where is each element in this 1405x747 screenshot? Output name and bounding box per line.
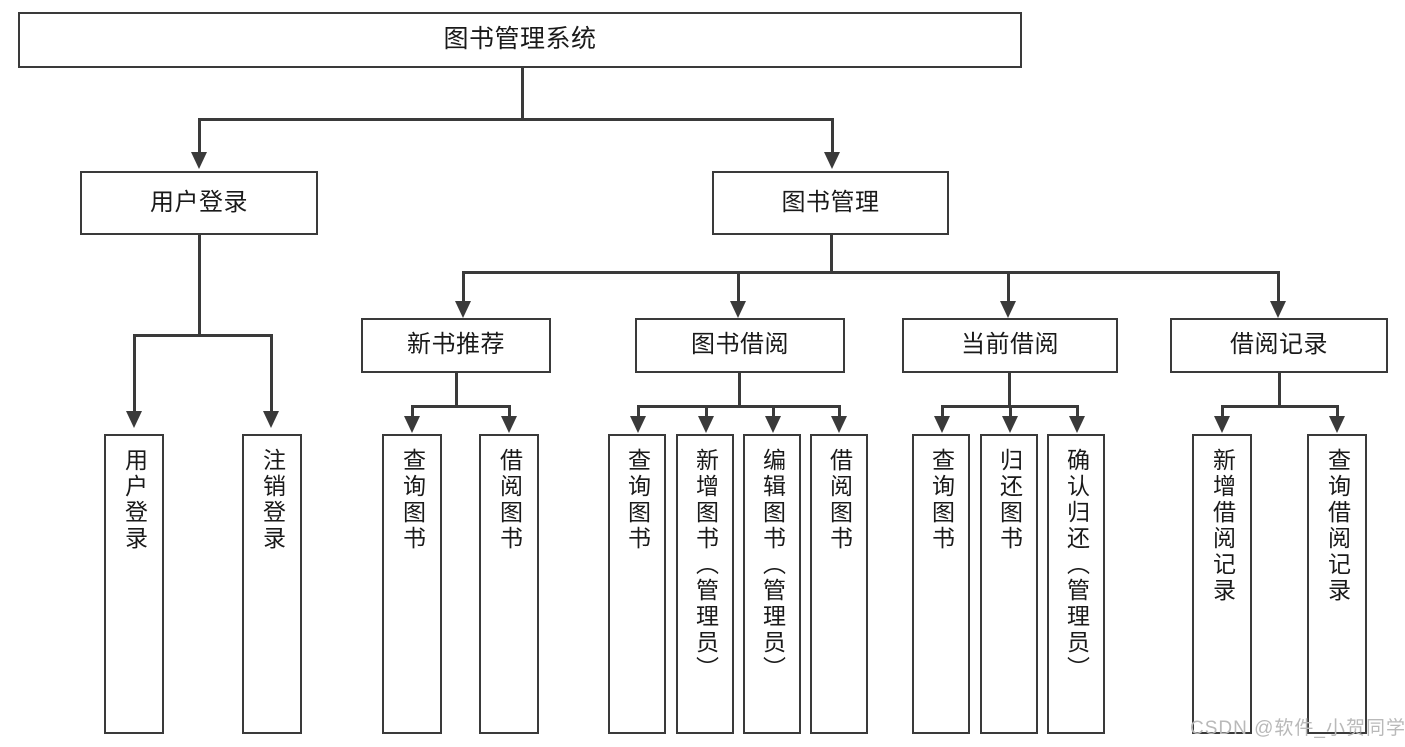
leaf-current-borrow-1[interactable]: 查询图书 bbox=[912, 434, 970, 734]
node-label: 新增借阅记录 bbox=[1209, 448, 1236, 604]
arrow-book-borrow-leaf-3 bbox=[765, 416, 781, 433]
node-label: 用户登录 bbox=[150, 188, 248, 216]
arrow-current-borrow-leaf-1 bbox=[934, 416, 950, 433]
node-label: 图书管理 bbox=[781, 188, 880, 216]
arrow-new-book-leaf-2 bbox=[501, 416, 517, 433]
connector-book-borrow-2 bbox=[705, 405, 708, 421]
leaf-book-borrow-1[interactable]: 查询图书 bbox=[608, 434, 666, 734]
connector-current-borrow-1 bbox=[941, 405, 944, 421]
arrow-book-borrow-leaf-2 bbox=[698, 416, 714, 433]
arrow-to-borrow-record bbox=[1270, 301, 1286, 318]
arrow-borrow-record-leaf-2 bbox=[1329, 416, 1345, 433]
node-root-system[interactable]: 图书管理系统 bbox=[18, 12, 1022, 68]
node-label: 注销登录 bbox=[259, 448, 286, 552]
connector-user-login-stem bbox=[198, 235, 201, 336]
arrow-to-user-login bbox=[191, 152, 207, 169]
leaf-book-borrow-2[interactable]: 新增图书（管理员） bbox=[676, 434, 734, 734]
connector-book-borrow-stem bbox=[738, 373, 741, 408]
connector-book-mgmt-stem bbox=[830, 235, 833, 273]
connector-current-borrow-2 bbox=[1009, 405, 1012, 421]
connector-borrow-record-stem bbox=[1278, 373, 1281, 408]
connector-to-current-borrow bbox=[1007, 271, 1010, 304]
arrow-current-borrow-leaf-2 bbox=[1002, 416, 1018, 433]
node-book-borrow[interactable]: 图书借阅 bbox=[635, 318, 845, 373]
arrow-book-borrow-leaf-4 bbox=[831, 416, 847, 433]
connector-to-borrow-record bbox=[1277, 271, 1280, 304]
node-label: 查询图书 bbox=[399, 448, 426, 552]
connector-root-to-book-mgmt bbox=[831, 118, 834, 156]
arrow-current-borrow-leaf-3 bbox=[1069, 416, 1085, 433]
node-label: 新书推荐 bbox=[407, 331, 505, 359]
leaf-borrow-record-1[interactable]: 新增借阅记录 bbox=[1192, 434, 1252, 734]
leaf-new-book-2[interactable]: 借阅图书 bbox=[479, 434, 539, 734]
leaf-borrow-record-2[interactable]: 查询借阅记录 bbox=[1307, 434, 1367, 734]
node-label: 查询图书 bbox=[624, 448, 651, 552]
connector-user-login-right bbox=[270, 334, 273, 414]
node-label: 新增图书（管理员） bbox=[692, 448, 719, 682]
node-label: 借阅记录 bbox=[1230, 331, 1328, 359]
connector-new-book-bus bbox=[411, 405, 511, 408]
node-label: 图书借阅 bbox=[691, 331, 789, 359]
connector-new-book-left bbox=[411, 405, 414, 421]
arrow-to-book-borrow bbox=[730, 301, 746, 318]
leaf-user-login-1[interactable]: 用户登录 bbox=[104, 434, 164, 734]
node-label: 图书管理系统 bbox=[443, 25, 597, 54]
connector-borrow-record-right bbox=[1336, 405, 1339, 421]
leaf-user-login-2[interactable]: 注销登录 bbox=[242, 434, 302, 734]
node-user-login[interactable]: 用户登录 bbox=[80, 171, 318, 235]
node-borrow-record[interactable]: 借阅记录 bbox=[1170, 318, 1388, 373]
node-label: 编辑图书（管理员） bbox=[759, 448, 786, 682]
node-label: 确认归还（管理员） bbox=[1063, 448, 1090, 682]
connector-root-to-user-login bbox=[198, 118, 201, 156]
leaf-current-borrow-3[interactable]: 确认归还（管理员） bbox=[1047, 434, 1105, 734]
connector-book-borrow-bus bbox=[637, 405, 841, 408]
connector-new-book-right bbox=[508, 405, 511, 421]
connector-to-book-borrow bbox=[737, 271, 740, 304]
connector-book-borrow-4 bbox=[838, 405, 841, 421]
node-label: 归还图书 bbox=[996, 448, 1023, 552]
node-label: 查询借阅记录 bbox=[1324, 448, 1351, 604]
node-new-book-recommend[interactable]: 新书推荐 bbox=[361, 318, 551, 373]
connector-user-login-left bbox=[133, 334, 136, 414]
connector-new-book-stem bbox=[455, 373, 458, 408]
node-label: 当前借阅 bbox=[961, 331, 1059, 359]
leaf-current-borrow-2[interactable]: 归还图书 bbox=[980, 434, 1038, 734]
arrow-to-new-book bbox=[455, 301, 471, 318]
arrow-borrow-record-leaf-1 bbox=[1214, 416, 1230, 433]
arrow-user-login-leaf-1 bbox=[126, 411, 142, 428]
arrow-to-book-mgmt bbox=[824, 152, 840, 169]
node-current-borrow[interactable]: 当前借阅 bbox=[902, 318, 1118, 373]
connector-book-mgmt-bus bbox=[462, 271, 1278, 274]
arrow-user-login-leaf-2 bbox=[263, 411, 279, 428]
node-label: 借阅图书 bbox=[496, 448, 523, 552]
connector-borrow-record-left bbox=[1221, 405, 1224, 421]
connector-root-stem bbox=[521, 68, 524, 119]
connector-root-bus bbox=[198, 118, 834, 121]
connector-book-borrow-3 bbox=[772, 405, 775, 421]
connector-current-borrow-3 bbox=[1076, 405, 1079, 421]
connector-book-borrow-1 bbox=[637, 405, 640, 421]
leaf-book-borrow-4[interactable]: 借阅图书 bbox=[810, 434, 868, 734]
connector-user-login-bus bbox=[133, 334, 272, 337]
connector-to-new-book bbox=[462, 271, 465, 304]
node-label: 查询图书 bbox=[928, 448, 955, 552]
node-label: 用户登录 bbox=[121, 448, 148, 552]
leaf-book-borrow-3[interactable]: 编辑图书（管理员） bbox=[743, 434, 801, 734]
arrow-new-book-leaf-1 bbox=[404, 416, 420, 433]
connector-borrow-record-bus bbox=[1221, 405, 1339, 408]
arrow-to-current-borrow bbox=[1000, 301, 1016, 318]
node-book-management[interactable]: 图书管理 bbox=[712, 171, 949, 235]
arrow-book-borrow-leaf-1 bbox=[630, 416, 646, 433]
node-label: 借阅图书 bbox=[826, 448, 853, 552]
connector-current-borrow-stem bbox=[1008, 373, 1011, 408]
leaf-new-book-1[interactable]: 查询图书 bbox=[382, 434, 442, 734]
